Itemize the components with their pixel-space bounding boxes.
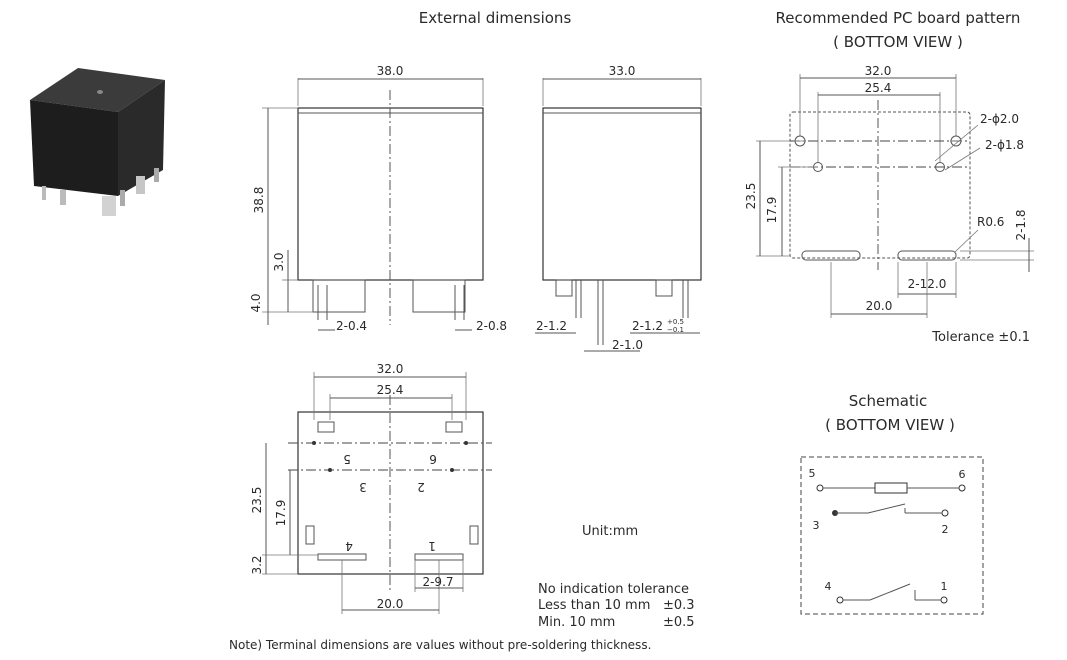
bottom-pin-width-dim: 2-9.7 — [422, 575, 453, 589]
schematic-pin-3: 3 — [813, 519, 820, 532]
bottom-base-dim: 3.2 — [250, 555, 264, 574]
side-width-dim: 33.0 — [609, 64, 636, 78]
bottom-inner-height-dim: 17.9 — [274, 500, 288, 527]
schematic-pin-1: 1 — [941, 580, 948, 593]
schematic-pin-6: 6 — [959, 468, 966, 481]
schematic-pin-2: 2 — [942, 523, 949, 536]
pcb-inner-width-dim: 25.4 — [865, 81, 892, 95]
pcb-radius-dim: R0.6 — [977, 215, 1004, 229]
bottom-pin-label-4: 4 — [345, 539, 353, 553]
side-pin-a: 2-1.2 — [536, 319, 567, 333]
front-pin-width-2: 2-0.8 — [476, 319, 507, 333]
bottom-pin-label-2: 2 — [417, 480, 425, 494]
bottom-pin-label-1: 1 — [428, 539, 436, 553]
bottom-pin-label-5: 5 — [343, 452, 351, 466]
schematic-title: Schematic — [849, 392, 928, 410]
tolerance-note-heading: No indication tolerance — [538, 582, 689, 597]
side-pin-b: 2-1.2 — [632, 319, 663, 333]
schematic-pin-5: 5 — [809, 467, 816, 480]
bottom-pin-label-3: 3 — [359, 480, 367, 494]
pcb-inner-height-dim: 17.9 — [765, 197, 779, 224]
tolerance-note-less-label: Less than 10 mm — [538, 598, 650, 613]
bottom-view-drawing — [262, 372, 492, 614]
pcb-slot-width-dim: 2-1.8 — [1014, 209, 1028, 240]
terminal-footnote: Note) Terminal dimensions are values wit… — [229, 638, 651, 652]
unit-label: Unit:mm — [582, 524, 638, 539]
tolerance-note-min-label: Min. 10 mm — [538, 615, 615, 630]
front-pin-width-1: 2-0.4 — [336, 319, 367, 333]
pcb-hole-a-dim: 2-ϕ2.0 — [980, 112, 1019, 126]
side-view-drawing — [535, 78, 702, 352]
pcb-slot-length-dim: 2-12.0 — [908, 277, 947, 291]
pcb-outer-height-dim: 23.5 — [744, 183, 758, 210]
bottom-outer-height-dim: 23.5 — [250, 487, 264, 514]
pcb-outer-width-dim: 32.0 — [865, 64, 892, 78]
side-pin-b-tol-plus: +0.5 — [667, 318, 684, 326]
side-pin-b-tol-minus: −0.1 — [667, 326, 684, 334]
pcb-pattern-drawing — [756, 74, 1034, 318]
pcb-bottom-view-label: ( BOTTOM VIEW ) — [833, 33, 963, 51]
front-pin-length-dim: 3.0 — [272, 252, 286, 271]
front-base-dim: 4.0 — [249, 293, 263, 312]
front-height-dim: 38.8 — [252, 187, 266, 214]
schematic-pin-4: 4 — [825, 580, 832, 593]
bottom-inner-width-dim: 25.4 — [377, 383, 404, 397]
schematic-diagram — [800, 456, 984, 615]
pcb-slot-spacing-dim: 20.0 — [866, 299, 893, 313]
pcb-pattern-title: Recommended PC board pattern — [776, 9, 1021, 27]
bottom-pin-spacing-dim: 20.0 — [377, 597, 404, 611]
tolerance-note-less-value: ±0.3 — [663, 598, 695, 613]
relay-photo — [30, 68, 165, 216]
schematic-bottom-view-label: ( BOTTOM VIEW ) — [825, 416, 955, 434]
pcb-hole-b-dim: 2-ϕ1.8 — [985, 138, 1024, 152]
front-view-drawing — [262, 78, 484, 331]
pcb-tolerance: Tolerance ±0.1 — [931, 330, 1030, 345]
side-pin-c: 2-1.0 — [612, 338, 643, 352]
tolerance-note-min-value: ±0.5 — [663, 615, 695, 630]
bottom-outer-width-dim: 32.0 — [377, 362, 404, 376]
external-dimensions-title: External dimensions — [419, 9, 572, 27]
bottom-pin-label-6: 6 — [429, 452, 437, 466]
front-width-dim: 38.0 — [377, 64, 404, 78]
